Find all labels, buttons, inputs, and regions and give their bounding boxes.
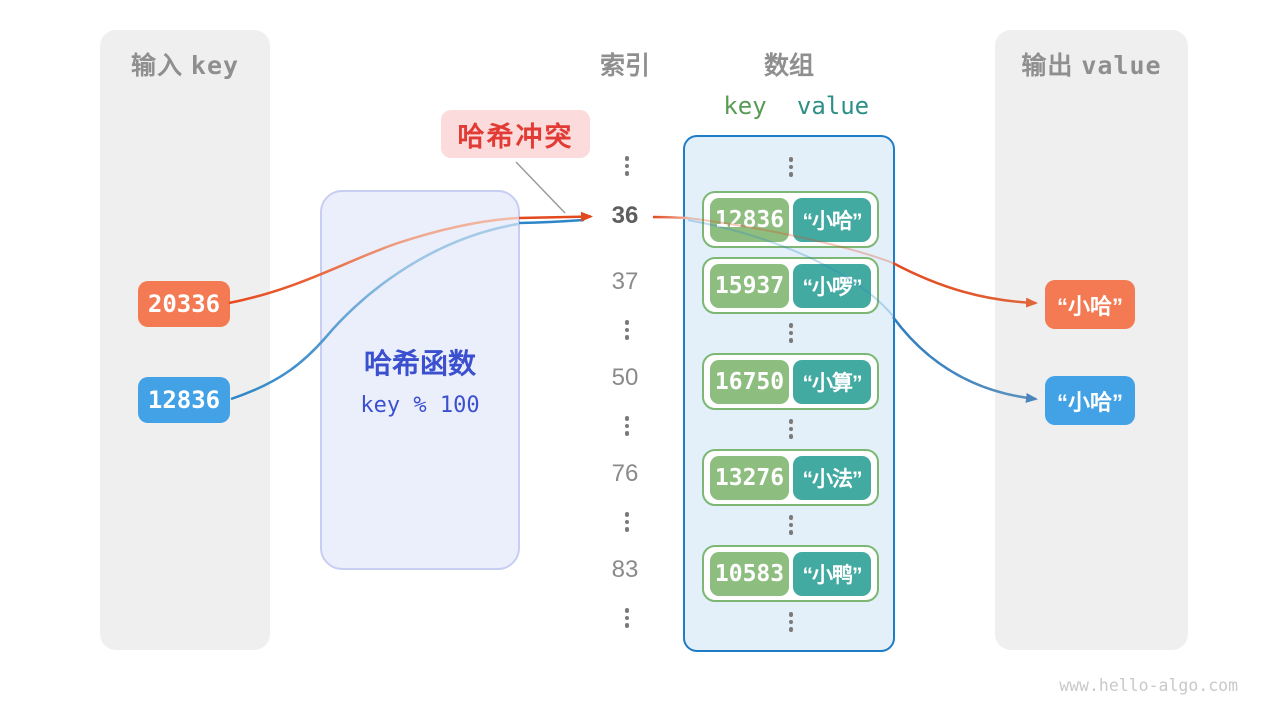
input-panel-title: 输入 key [100, 46, 270, 82]
collision-label: 哈希冲突 [441, 110, 590, 158]
bucket-key: 13276 [710, 455, 789, 500]
bucket-row-83: 10583 “小鸭” [702, 545, 879, 602]
watermark-url: www.hello-algo.com [1059, 676, 1238, 695]
bucket-row-50: 16750 “小算” [702, 353, 879, 410]
hash-function-name: 哈希函数 [363, 348, 476, 379]
array-key-header: key [723, 92, 767, 120]
output-title-cn: 输出 [1021, 52, 1074, 80]
ellipsis-dots [622, 320, 632, 340]
bucket-value: “小算” [793, 359, 871, 404]
output-value-chip-orange: “小哈” [1045, 280, 1135, 329]
bucket-value: “小鸭” [793, 551, 871, 596]
bucket-value: “小啰” [793, 263, 871, 308]
ellipsis-dots [786, 612, 796, 632]
input-key-chip-20336: 20336 [138, 281, 230, 327]
bucket-row-37: 15937 “小啰” [702, 257, 879, 314]
input-key-chip-12836: 12836 [138, 377, 230, 423]
bucket-key: 12836 [710, 197, 789, 242]
ellipsis-dots [622, 608, 632, 628]
input-panel [100, 30, 270, 650]
index-value-50: 50 [611, 364, 639, 391]
bucket-value: “小哈” [793, 197, 871, 242]
array-value-header: value [796, 92, 870, 120]
arrow-to-index-36-blue [518, 218, 585, 225]
input-title-cn: 输入 [130, 52, 183, 80]
output-value-chip-blue: “小哈” [1045, 376, 1135, 425]
ellipsis-dots [786, 157, 796, 177]
index-value-76: 76 [611, 460, 639, 487]
ellipsis-dots [786, 515, 796, 535]
ellipsis-dots [786, 419, 796, 439]
hash-function-formula: key % 100 [360, 393, 480, 418]
bucket-key: 15937 [710, 263, 789, 308]
index-column-title: 索引 [599, 52, 650, 80]
output-title-en: value [1081, 51, 1162, 80]
bucket-row-36: 12836 “小哈” [702, 191, 879, 248]
index-value-37: 37 [611, 268, 639, 295]
ellipsis-dots [786, 323, 796, 343]
collision-pointer-line [515, 161, 566, 214]
arrow-to-index-36-orange [518, 211, 593, 222]
output-panel-title: 输出 value [995, 46, 1188, 82]
ellipsis-dots [622, 156, 632, 176]
index-value-36: 36 [611, 202, 639, 229]
array-container: 12836 “小哈” 15937 “小啰” 16750 “小算” 13276 “… [683, 135, 895, 652]
bucket-key: 16750 [710, 359, 789, 404]
ellipsis-dots [622, 416, 632, 436]
bucket-key: 10583 [710, 551, 789, 596]
input-title-en: key [190, 51, 240, 80]
output-panel [995, 30, 1188, 650]
ellipsis-dots [622, 512, 632, 532]
bucket-value: “小法” [793, 455, 871, 500]
index-value-83: 83 [611, 556, 639, 583]
bucket-row-76: 13276 “小法” [702, 449, 879, 506]
array-column-title: 数组 [763, 52, 814, 80]
